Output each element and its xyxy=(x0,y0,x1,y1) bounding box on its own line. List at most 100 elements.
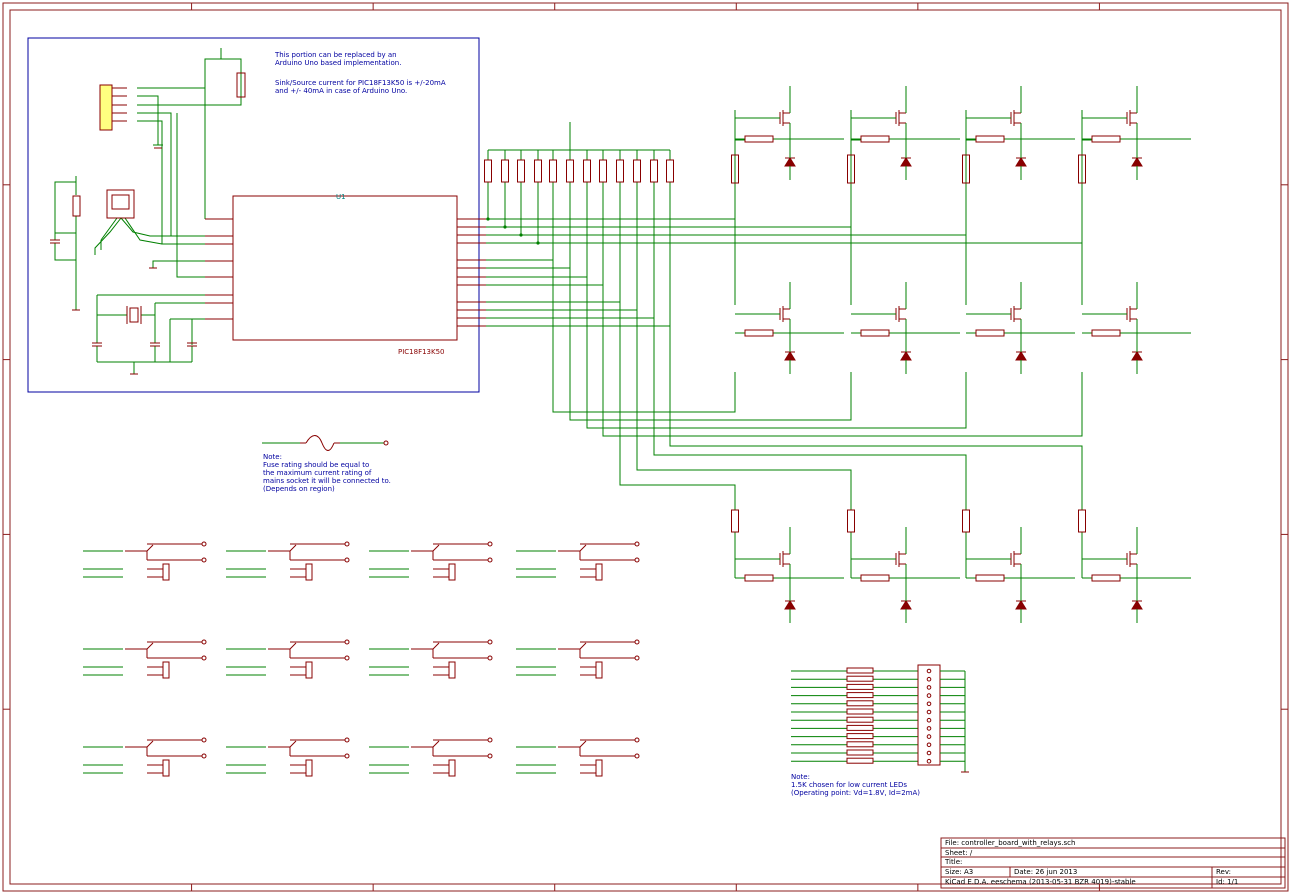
nc-terminal xyxy=(344,639,350,645)
relay-coil xyxy=(162,661,170,679)
p3-body xyxy=(917,664,941,766)
nc-terminal xyxy=(634,639,640,645)
relay-arm xyxy=(146,642,154,650)
nc-terminal xyxy=(201,541,207,547)
pullup-resistor xyxy=(501,159,509,183)
no-terminal xyxy=(487,557,493,563)
gate-resistor xyxy=(860,329,890,337)
no-terminal xyxy=(487,753,493,759)
note-line: the maximum current rating of xyxy=(263,469,372,477)
relay-arm xyxy=(432,544,440,552)
tb-id: Id: 1/1 xyxy=(1216,878,1238,886)
wire xyxy=(1081,139,1092,305)
diode-body xyxy=(900,157,912,167)
no-terminal xyxy=(344,655,350,661)
inner-frame xyxy=(9,9,1282,885)
arduino-region-box xyxy=(27,37,480,393)
relay-arm xyxy=(432,740,440,748)
arduino-note: This portion can be replaced by an Ardui… xyxy=(274,51,446,95)
relay-arm xyxy=(432,642,440,650)
relay-coil xyxy=(448,759,456,777)
tb-rev: Rev: xyxy=(1216,868,1231,876)
fuse-element xyxy=(305,435,335,451)
load-resistor xyxy=(1078,509,1086,533)
wire xyxy=(486,317,967,500)
diode-body xyxy=(1015,351,1027,361)
gate-resistor xyxy=(975,135,1005,143)
diode-body xyxy=(1131,157,1143,167)
wire xyxy=(137,58,242,89)
relay-arm xyxy=(289,740,297,748)
nc-terminal xyxy=(487,541,493,547)
junction xyxy=(486,217,490,221)
wire xyxy=(137,95,159,145)
wire xyxy=(176,113,205,278)
load-resistor xyxy=(731,154,739,184)
wire xyxy=(155,319,171,363)
wire xyxy=(486,259,736,413)
p3-pin xyxy=(926,742,932,748)
wire xyxy=(965,139,976,305)
note-line: (Operating point: Vd=1.8V, Id=2mA) xyxy=(791,789,920,797)
relay-coil xyxy=(305,563,313,581)
wires xyxy=(54,58,1191,774)
gate-resistor xyxy=(975,329,1005,337)
diode-body xyxy=(1015,600,1027,610)
relay-arm xyxy=(289,642,297,650)
relay-coil xyxy=(448,563,456,581)
fuse-note: Note: Fuse rating should be equal to the… xyxy=(263,453,391,493)
pullup-resistor xyxy=(666,159,674,183)
wire xyxy=(152,260,205,268)
note-title: Note: xyxy=(263,453,282,461)
note-title: Note: xyxy=(791,773,810,781)
mcu-body xyxy=(232,195,458,341)
relay-arm xyxy=(579,642,587,650)
p3-pin xyxy=(926,734,932,739)
wire xyxy=(120,217,171,237)
led-resistor xyxy=(846,675,874,682)
wire xyxy=(486,301,736,500)
mcu-value: PIC18F13K50 xyxy=(398,348,445,356)
led-resistor xyxy=(846,683,874,690)
relay-arm xyxy=(289,544,297,552)
nc-terminal xyxy=(487,639,493,645)
p3-pin xyxy=(926,693,932,698)
nc-terminal xyxy=(634,541,640,547)
components xyxy=(50,48,1143,777)
tb-tool: KiCad E.D.A. eeschema (2013-05-31 BZR 40… xyxy=(945,878,1136,886)
note-line: Arduino Uno based implementation. xyxy=(275,59,401,67)
note-line: (Depends on region) xyxy=(263,485,335,493)
nc-terminal xyxy=(344,541,350,547)
pullup-resistor xyxy=(566,159,574,183)
wire xyxy=(100,217,118,241)
nc-terminal xyxy=(634,737,640,743)
p3-pin xyxy=(926,701,932,707)
gate-resistor xyxy=(860,574,890,582)
wire xyxy=(137,99,242,106)
junction xyxy=(519,233,523,237)
diode-body xyxy=(900,351,912,361)
nc-terminal xyxy=(344,737,350,743)
gate-resistor xyxy=(1091,329,1121,337)
diode-body xyxy=(784,351,796,361)
wire xyxy=(54,243,76,261)
diode-body xyxy=(1131,351,1143,361)
relay-coil xyxy=(162,563,170,581)
note-line: mains socket it will be connected to. xyxy=(263,477,391,485)
relay-arm xyxy=(146,544,154,552)
relay-coil xyxy=(162,759,170,777)
diode-body xyxy=(784,157,796,167)
gate-resistor xyxy=(1091,135,1121,143)
r1-body xyxy=(236,72,246,98)
load-resistor xyxy=(962,154,970,184)
junction xyxy=(536,241,540,245)
pullup-resistor xyxy=(583,159,591,183)
junction xyxy=(503,225,507,229)
wire xyxy=(124,217,163,245)
wire xyxy=(137,120,205,245)
wire xyxy=(486,170,852,228)
nc-terminal xyxy=(201,737,207,743)
led-resistor xyxy=(846,700,874,707)
wire xyxy=(486,309,852,500)
